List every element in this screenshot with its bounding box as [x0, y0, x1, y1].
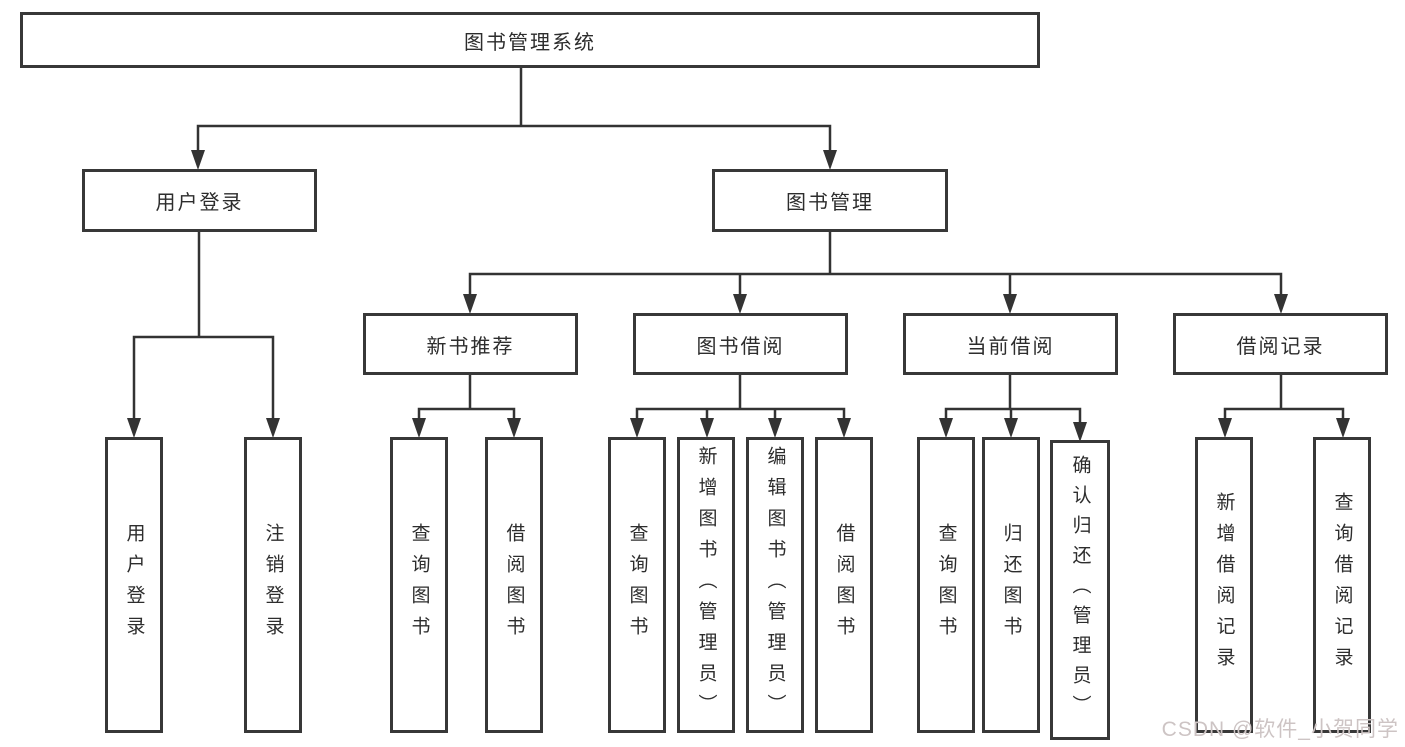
node-current-borrow: 当前借阅	[903, 313, 1118, 375]
leaf-return-book: 归还图书	[982, 437, 1040, 733]
csdn-watermark: CSDN @软件_小贺同学	[1161, 718, 1399, 741]
leaf-add-borrow-record: 新增借阅记录	[1195, 437, 1253, 733]
leaf-add-book-admin: 新增图书（管理员）	[677, 437, 735, 733]
leaf-edit-book-admin: 编辑图书（管理员）	[746, 437, 804, 733]
leaf-query-book-borrow: 查询图书	[608, 437, 666, 733]
leaf-query-book-current: 查询图书	[917, 437, 975, 733]
leaf-logout: 注销登录	[244, 437, 302, 733]
node-user-login-branch: 用户登录	[82, 169, 317, 232]
node-borrow-records: 借阅记录	[1173, 313, 1388, 375]
node-book-borrow: 图书借阅	[633, 313, 848, 375]
node-new-book-recommend: 新书推荐	[363, 313, 578, 375]
leaf-borrow-book-recommend: 借阅图书	[485, 437, 543, 733]
leaf-confirm-return-admin: 确认归还（管理员）	[1050, 440, 1110, 740]
leaf-query-book-recommend: 查询图书	[390, 437, 448, 733]
node-root-system: 图书管理系统	[20, 12, 1040, 68]
leaf-borrow-book: 借阅图书	[815, 437, 873, 733]
node-book-management-branch: 图书管理	[712, 169, 948, 232]
leaf-query-borrow-record: 查询借阅记录	[1313, 437, 1371, 733]
leaf-user-login: 用户登录	[105, 437, 163, 733]
